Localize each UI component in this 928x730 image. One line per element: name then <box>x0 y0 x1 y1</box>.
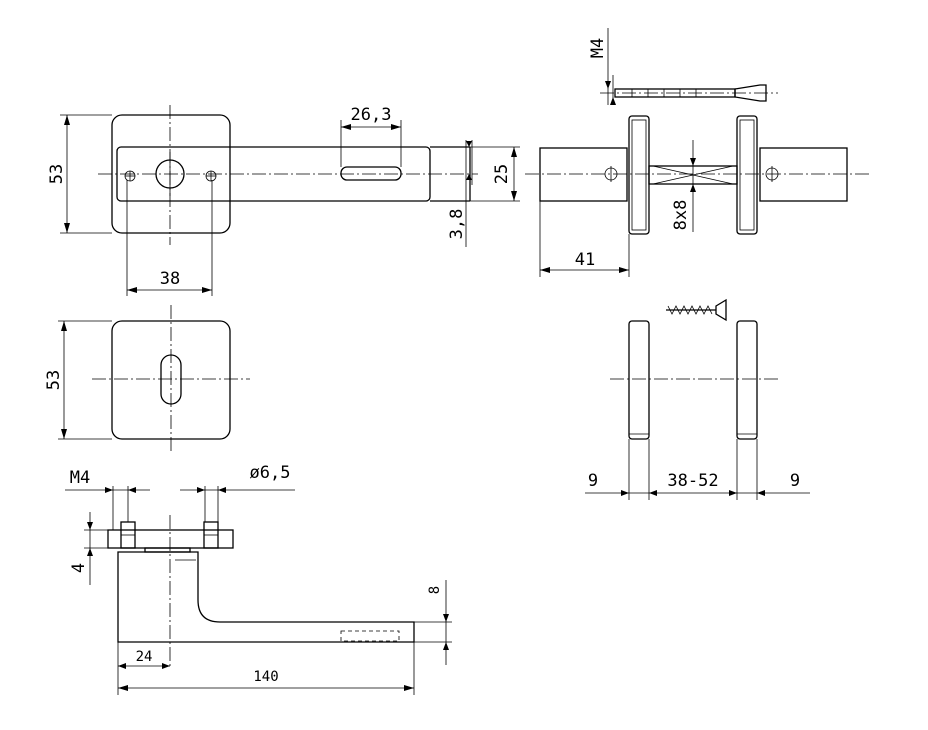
dimension-26-3: 26,3 <box>340 105 402 167</box>
dim-label-6-5: ø6,5 <box>250 463 291 483</box>
dimension-140: 140 <box>118 642 415 695</box>
dimension-53-top: 53 <box>47 114 112 234</box>
dim-label-38: 38 <box>160 269 180 289</box>
dimension-24: 24 <box>117 642 170 695</box>
dimension-41: 41 <box>539 201 630 277</box>
door-thickness-view: 9 38-52 9 <box>585 298 810 500</box>
dimension-25: 25 <box>470 146 520 202</box>
wood-screw <box>666 298 727 322</box>
dim-label-m4-bottom: M4 <box>70 468 90 488</box>
dimension-53-bottom: 53 <box>44 320 112 440</box>
dim-label-25: 25 <box>492 164 512 184</box>
dimension-diameter-6-5: ø6,5 <box>180 463 295 522</box>
dimension-3-8: 3,8 <box>447 140 473 247</box>
key-rose-view <box>92 305 250 452</box>
dimension-38: 38 <box>126 180 213 296</box>
dim-label-9-right: 9 <box>790 471 800 491</box>
handle-side-profile <box>107 515 415 668</box>
dimension-4: 4 <box>69 512 118 585</box>
top-view-handle <box>98 105 478 245</box>
dimension-m4-bottom: M4 <box>65 468 150 530</box>
dim-label-140: 140 <box>253 669 278 685</box>
dim-label-24: 24 <box>136 649 153 665</box>
dim-label-8x8: 8x8 <box>671 200 691 231</box>
dim-label-9-left: 9 <box>588 471 598 491</box>
dim-label-4: 4 <box>69 563 89 573</box>
dimension-8: 8 <box>414 580 452 665</box>
side-view-assembly: 8x8 <box>525 115 870 235</box>
dim-label-m4-top: M4 <box>588 38 608 58</box>
dim-label-3-8: 3,8 <box>447 209 467 240</box>
dim-label-53-bottom: 53 <box>44 370 64 390</box>
bolt-m4-top: M4 <box>588 28 778 105</box>
dim-label-41: 41 <box>575 250 595 270</box>
dim-label-53-top: 53 <box>47 164 67 184</box>
dim-label-26-3: 26,3 <box>351 105 392 125</box>
dim-label-38-52: 38-52 <box>667 471 718 491</box>
dim-label-8: 8 <box>427 586 443 594</box>
